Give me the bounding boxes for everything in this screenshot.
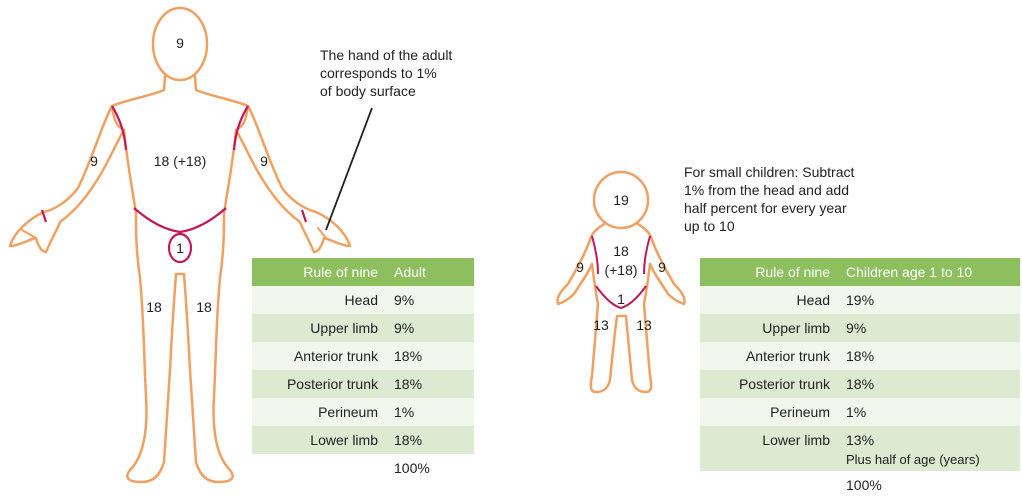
header-children: Children age 1 to 10 (838, 258, 1020, 286)
lower-limb-value: 13% (846, 432, 874, 448)
table-row: Head 19% (700, 286, 1020, 314)
adult-rule-table: Rule of nine Adult Head 9% Upper limb 9%… (252, 258, 474, 482)
row-label: Posterior trunk (252, 370, 386, 398)
child-trunk-label-1: 18 (613, 243, 629, 259)
row-value: 9% (838, 314, 1020, 342)
row-label: Head (252, 286, 386, 314)
hand-note: The hand of the adult corresponds to 1% … (320, 46, 452, 100)
row-value: 18% (838, 370, 1020, 398)
table-row: Lower limb 13% Plus half of age (years) (700, 426, 1020, 471)
table-row: Perineum 1% (700, 398, 1020, 426)
row-label: Posterior trunk (700, 370, 838, 398)
row-value: 18% (386, 370, 474, 398)
row-label: Anterior trunk (252, 342, 386, 370)
lower-limb-extra: Plus half of age (years) (846, 452, 1012, 467)
table-row: Anterior trunk 18% (700, 342, 1020, 370)
child-note-line: up to 10 (684, 217, 854, 235)
row-value: 18% (838, 342, 1020, 370)
table-header-row: Rule of nine Adult (252, 258, 474, 286)
total-value: 100% (386, 454, 474, 482)
row-value: 18% (386, 426, 474, 454)
child-left-arm-label: 9 (576, 259, 584, 275)
row-label: Lower limb (700, 426, 838, 471)
row-label: Head (700, 286, 838, 314)
hand-note-line: of body surface (320, 82, 452, 100)
row-value: 1% (838, 398, 1020, 426)
adult-trunk-label: 18 (+18) (154, 153, 207, 169)
adult-head-label: 9 (176, 35, 184, 51)
hand-note-line: corresponds to 1% (320, 64, 452, 82)
table-header-row: Rule of nine Children age 1 to 10 (700, 258, 1020, 286)
child-right-leg-label: 13 (636, 317, 652, 333)
row-value: 9% (386, 286, 474, 314)
table-row: Perineum 1% (252, 398, 474, 426)
child-trunk-label-2: (+18) (604, 262, 637, 278)
table-total-row: 100% (700, 471, 1020, 499)
row-value: 19% (838, 286, 1020, 314)
row-label: Lower limb (252, 426, 386, 454)
table-row: Anterior trunk 18% (252, 342, 474, 370)
row-value: 13% Plus half of age (years) (838, 426, 1020, 471)
child-note-line: half percent for every year (684, 199, 854, 217)
header-adult: Adult (386, 258, 474, 286)
row-value: 1% (386, 398, 474, 426)
adult-left-arm-label: 9 (90, 153, 98, 169)
table-row: Posterior trunk 18% (252, 370, 474, 398)
row-label: Perineum (252, 398, 386, 426)
child-left-leg-label: 13 (593, 317, 609, 333)
child-rule-table: Rule of nine Children age 1 to 10 Head 1… (700, 258, 1020, 499)
table-row: Upper limb 9% (252, 314, 474, 342)
hand-note-line: The hand of the adult (320, 46, 452, 64)
child-head-label: 19 (613, 192, 629, 208)
hand-note-pointer (326, 108, 372, 230)
row-value: 18% (386, 342, 474, 370)
table-row: Lower limb 18% (252, 426, 474, 454)
adult-right-arm-label: 9 (260, 153, 268, 169)
child-note: For small children: Subtract 1% from the… (684, 163, 854, 235)
total-value: 100% (838, 471, 1020, 499)
row-label: Perineum (700, 398, 838, 426)
row-label: Anterior trunk (700, 342, 838, 370)
table-total-row: 100% (252, 454, 474, 482)
table-row: Head 9% (252, 286, 474, 314)
row-label: Upper limb (252, 314, 386, 342)
child-note-line: For small children: Subtract (684, 163, 854, 181)
child-perineum-label: 1 (617, 291, 625, 307)
table-row: Posterior trunk 18% (700, 370, 1020, 398)
adult-right-leg-label: 18 (196, 299, 212, 315)
table-row: Upper limb 9% (700, 314, 1020, 342)
header-rule-of-nine: Rule of nine (252, 258, 386, 286)
child-right-arm-label: 9 (658, 259, 666, 275)
row-label: Upper limb (700, 314, 838, 342)
row-value: 9% (386, 314, 474, 342)
adult-perineum-label: 1 (176, 240, 184, 256)
child-note-line: 1% from the head and add (684, 181, 854, 199)
header-rule-of-nine: Rule of nine (700, 258, 838, 286)
adult-left-leg-label: 18 (146, 299, 162, 315)
